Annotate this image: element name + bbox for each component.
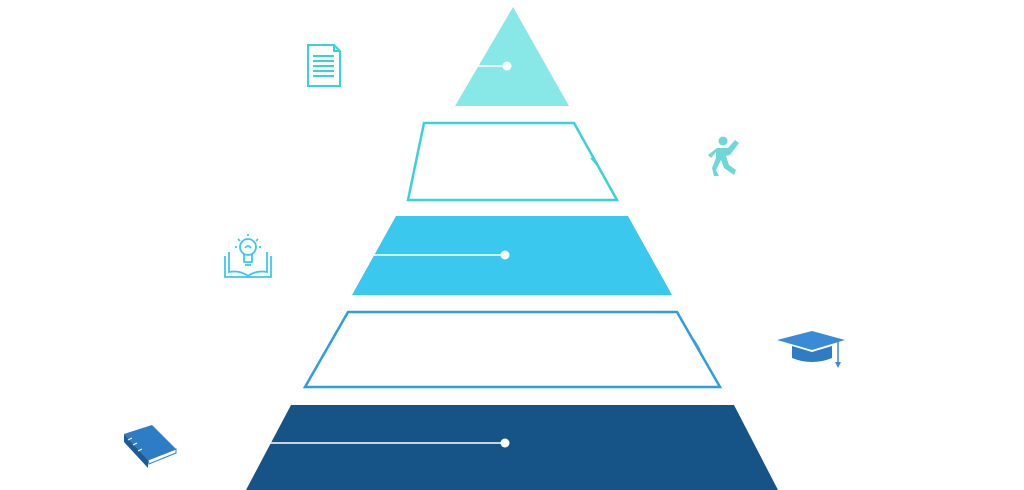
level-4-tick [693, 339, 701, 351]
level-5-dot [500, 438, 510, 448]
running-person-icon [708, 136, 739, 176]
document-icon [307, 44, 341, 87]
level-3-dot [500, 250, 510, 260]
level-4-shape [302, 310, 723, 389]
level-2-tick [590, 157, 599, 167]
book-icon [124, 425, 177, 468]
level-5-shape [246, 405, 778, 490]
level-1-shape [455, 7, 569, 106]
pyramid-level-1 [455, 7, 569, 106]
level-2-shape [406, 121, 620, 202]
pyramid-level-2 [406, 121, 620, 202]
graduation-cap-icon [777, 331, 845, 368]
level-3-shape [352, 216, 672, 295]
level-1-dot [502, 61, 512, 71]
pyramid-level-4 [302, 310, 723, 389]
pyramid-level-5 [246, 405, 778, 490]
idea-book-icon [224, 234, 272, 278]
pyramid-level-3 [352, 216, 672, 295]
